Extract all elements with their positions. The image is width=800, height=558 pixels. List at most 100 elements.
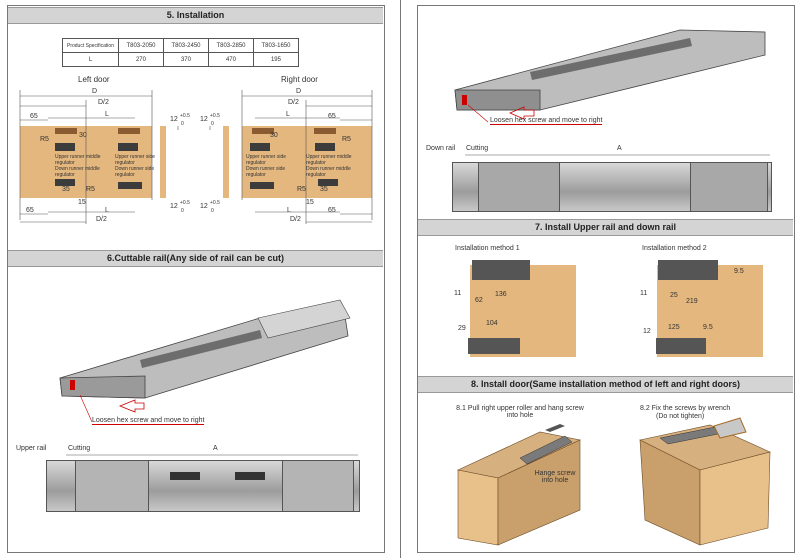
method-2-label: Installation method 2	[642, 245, 707, 252]
upper-rail-slot	[170, 472, 200, 480]
tol-1-sub: 0	[181, 121, 184, 127]
m1-dim-136: 136	[495, 291, 507, 298]
left-upper-middle-regulator	[55, 143, 75, 151]
m1-dim-11: 11	[454, 290, 462, 297]
left-down-middle-regulator	[55, 179, 75, 186]
m1-dim-104: 104	[486, 320, 498, 327]
m2-dim-125: 125	[668, 324, 680, 331]
tol-2: 12	[170, 203, 178, 210]
left-dim-30: 30	[79, 132, 87, 139]
down-rail-left-carriage	[478, 162, 560, 212]
m2-dim-25: 25	[670, 292, 678, 299]
m2-dim-11: 11	[640, 290, 648, 297]
spec-cell: 195	[252, 52, 299, 67]
m2-dim-12: 12	[643, 328, 651, 335]
left-upper-side-regulator	[118, 143, 138, 151]
right-dim-Lb: L	[287, 207, 291, 214]
method-1-lower-bracket	[468, 338, 520, 354]
section-5-header: 5. Installation	[8, 7, 383, 24]
tol-3-sup: +0.5	[210, 113, 220, 119]
sec6-loosen-label: Loosen hex screw and move to right	[92, 417, 205, 425]
right-down-side-regulator	[250, 182, 274, 189]
down-rail-label: Down rail	[426, 145, 456, 152]
method-2-upper-bracket	[658, 260, 718, 280]
tol-2-sub: 0	[181, 208, 184, 214]
step-8-1-label: 8.1 Pull right upper roller and hang scr…	[456, 405, 584, 419]
column-divider	[400, 0, 401, 558]
right-cutting-label: Cutting	[466, 145, 489, 152]
tol-2-sup: +0.5	[180, 200, 190, 206]
method-2-lower-bracket	[656, 338, 706, 354]
step-8-2-note: (Do not tighten)	[656, 413, 705, 420]
tol-3-sub: 0	[211, 121, 214, 127]
m1-dim-29: 29	[458, 325, 466, 332]
upper-rail-slot	[235, 472, 265, 480]
right-dim-R5b: R5	[297, 186, 306, 193]
right-dim-65: 65	[328, 113, 336, 120]
spec-table: Product Specification T803-2050 T803-245…	[62, 38, 299, 67]
right-dim-30: 30	[270, 132, 278, 139]
method-1-upper-bracket	[472, 260, 530, 280]
left-dim-D2: D/2	[98, 99, 109, 106]
left-down-side-label: Down runner side regulator	[115, 166, 155, 178]
left-upper-side-label: Upper runner side regulator	[115, 154, 156, 166]
tol-1-sup: +0.5	[180, 113, 190, 119]
right-side-profile	[223, 126, 229, 198]
m2-dim-9-5a: 9.5	[734, 268, 744, 275]
right-upper-side-label: Upper runner side regulator	[246, 154, 287, 166]
right-loosen-label: Loosen hex screw and move to right	[490, 117, 603, 125]
hang-screw-label: Hange screw into hole	[534, 470, 576, 484]
right-dim-35: 35	[320, 186, 328, 193]
right-down-mid-label: Down runner middle regulator	[306, 166, 351, 178]
right-upper-middle-regulator	[315, 143, 335, 151]
left-dim-D: D	[92, 88, 98, 95]
left-down-mid-label: Down runner middle regulator	[55, 166, 100, 178]
left-dim-L: L	[105, 111, 109, 118]
upper-rail-left-plate	[75, 460, 149, 512]
left-dim-R5b: R5	[86, 186, 95, 193]
left-down-side-regulator	[118, 182, 142, 189]
down-rail-right-carriage	[690, 162, 768, 212]
right-upper-side-regulator	[250, 143, 270, 151]
right-dim-L: L	[286, 111, 290, 118]
tol-4-sub: 0	[211, 208, 214, 214]
m1-dim-62: 62	[475, 297, 483, 304]
right-dim-D2b: D/2	[290, 216, 301, 223]
tol-3: 12	[200, 116, 208, 123]
sec6-cutting-label: Cutting	[68, 445, 91, 452]
left-side-profile	[160, 126, 166, 198]
section-6-header: 6.Cuttable rail(Any side of rail can be …	[8, 250, 383, 267]
section-7-header: 7. Install Upper rail and down rail	[418, 219, 793, 236]
tol-1: 12	[170, 116, 178, 123]
left-dim-35: 35	[62, 186, 70, 193]
section-8-header: 8. Install door(Same installation method…	[418, 376, 793, 393]
step-8-2-label: 8.2 Fix the screws by wrench	[640, 405, 731, 412]
right-dim-R5: R5	[342, 136, 351, 143]
right-top-slot	[314, 128, 336, 134]
right-dim-15: 15	[306, 199, 314, 206]
right-top-slot	[252, 128, 274, 134]
right-dim-D2: D/2	[288, 99, 299, 106]
left-door-label: Left door	[78, 75, 110, 84]
left-dim-65b: 65	[26, 207, 34, 214]
right-upper-mid-label: Upper runner middle regulator	[306, 154, 352, 166]
right-door-label: Right door	[281, 75, 318, 84]
right-dim-D: D	[296, 88, 302, 95]
left-dim-15: 15	[78, 199, 86, 206]
right-down-middle-regulator	[318, 179, 338, 186]
sec6-A-label: A	[213, 445, 218, 452]
left-top-slot	[118, 128, 140, 134]
m2-dim-9-5b: 9.5	[703, 324, 713, 331]
left-top-slot	[55, 128, 77, 134]
tol-4: 12	[200, 203, 208, 210]
right-dim-65b: 65	[328, 207, 336, 214]
left-dim-65: 65	[30, 113, 38, 120]
upper-rail-label: Upper rail	[16, 445, 47, 452]
right-A-label: A	[617, 145, 622, 152]
